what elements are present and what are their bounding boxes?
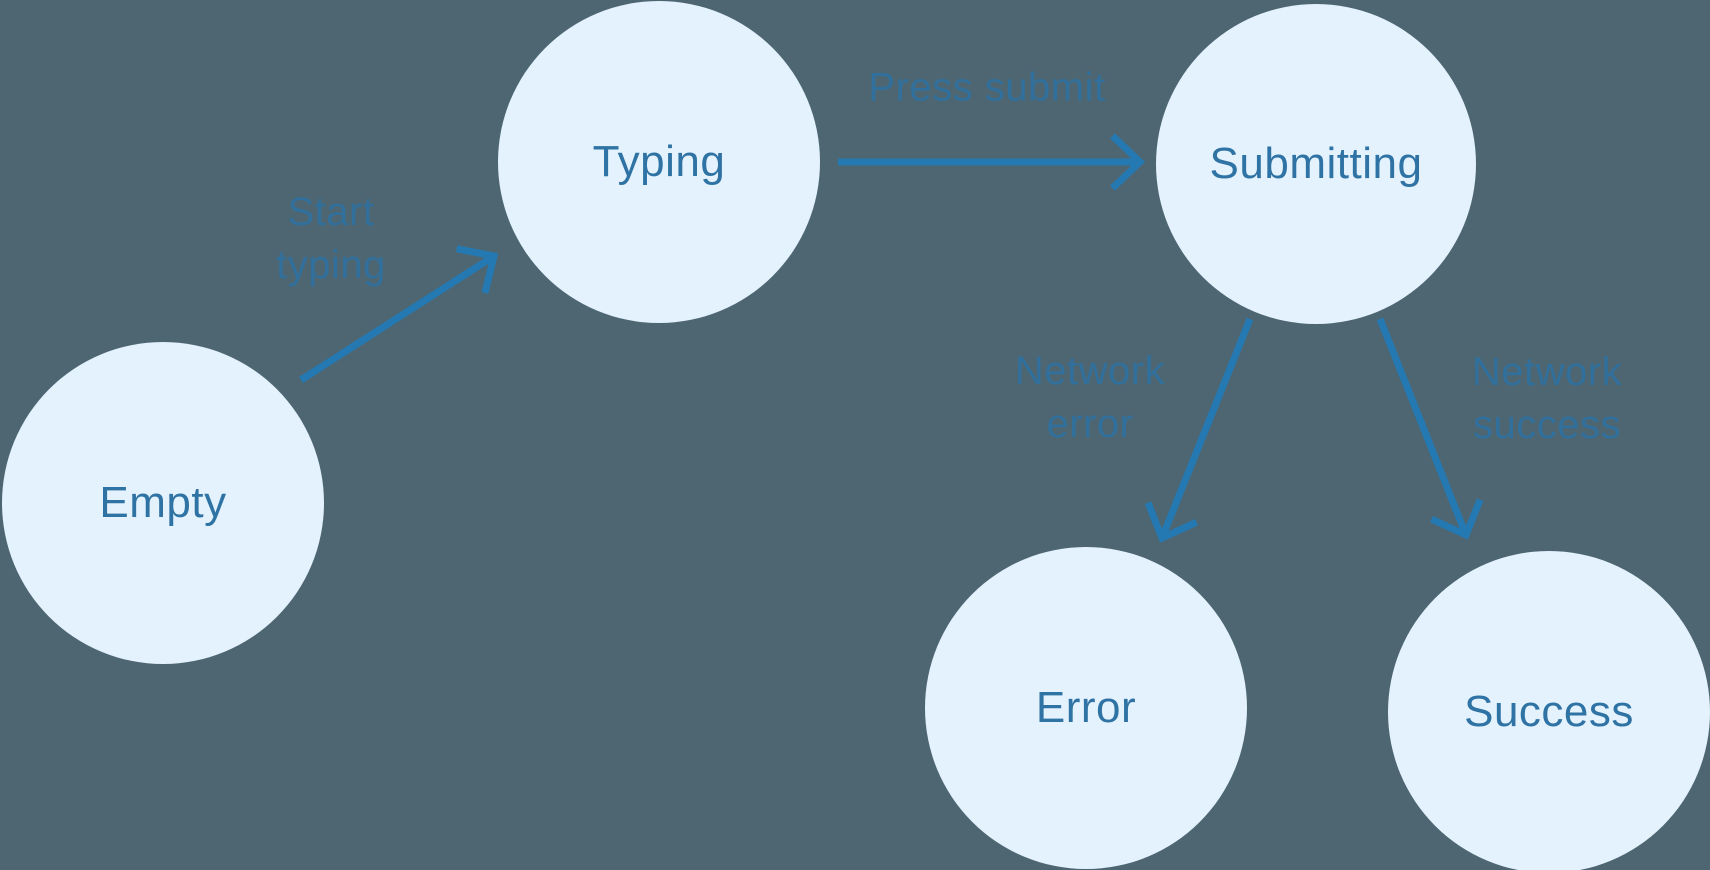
state-node-submitting: Submitting [1156, 4, 1476, 324]
transition-label-line: Network [1014, 349, 1166, 393]
state-label-submitting: Submitting [1209, 139, 1423, 188]
transition-label-network-error: Network error [1015, 345, 1165, 451]
transition-label-line: success [1472, 403, 1621, 447]
transition-label-line: Press submit [868, 65, 1106, 110]
transition-label-line: error [1046, 402, 1134, 446]
state-label-error: Error [1035, 683, 1137, 732]
transition-label-press-submit: Press submit [868, 62, 1105, 115]
transition-arrow-press-submit [838, 133, 1146, 191]
state-label-empty: Empty [99, 478, 227, 527]
state-node-empty: Empty [2, 342, 324, 664]
transition-arrow-network-success [1376, 317, 1484, 540]
transition-label-start-typing: Start typing [276, 186, 386, 292]
transition-arrow-network-error [1144, 317, 1254, 543]
transition-label-line: Start [287, 190, 375, 234]
state-node-error: Error [925, 547, 1247, 869]
transition-label-network-success: Network success [1472, 346, 1622, 452]
state-node-typing: Typing [498, 1, 820, 323]
transition-label-line: Network [1471, 350, 1623, 394]
state-label-success: Success [1464, 687, 1634, 736]
state-node-success: Success [1388, 551, 1710, 870]
transition-arrow-start-typing [299, 245, 499, 383]
state-label-typing: Typing [592, 137, 726, 186]
transition-label-line: typing [276, 243, 386, 287]
